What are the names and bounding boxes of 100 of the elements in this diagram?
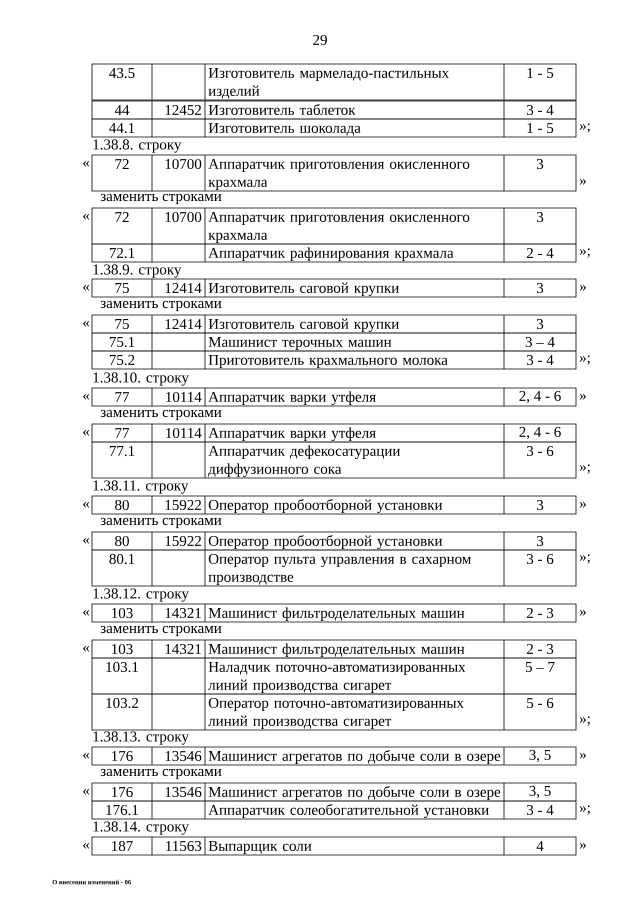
row-number: 80 (115, 536, 129, 546)
profession-name: Аппаратчик варки утфеля (208, 427, 376, 442)
grade-range: 1 - 5 (528, 122, 554, 134)
row-number: 75.1 (110, 336, 134, 348)
profession-name: Аппаратчик приготовления окисленного крахмала (208, 212, 470, 243)
job-code: 10700 (166, 212, 202, 222)
row-number: 77 (116, 392, 130, 402)
job-code: 12414 (166, 319, 202, 329)
grade-range: 5 – 7 (526, 662, 555, 672)
grade-range: 2 - 3 (526, 644, 554, 654)
row-number: 75.2 (110, 354, 134, 366)
profession-name: Изготовитель саговой крупки (208, 318, 399, 332)
quote-mark: « (83, 502, 90, 508)
grade-range: 3 (536, 536, 544, 546)
profession-name: Аппаратчик солеобогатительной установки (208, 804, 489, 818)
row-number: 72 (116, 159, 129, 169)
quote-mark: « (83, 214, 90, 220)
job-code: 14321 (166, 644, 201, 654)
section-heading: заменить строками (100, 626, 222, 636)
quote-mark: » (580, 610, 586, 616)
quote-mark: « (83, 394, 90, 400)
section-heading: заменить строками (100, 300, 222, 312)
grade-range: 3, 5 (529, 786, 551, 798)
grade-range: 3 (536, 500, 544, 510)
job-code: 12452 (166, 104, 201, 116)
profession-name: Оператор пробоотборной установки (208, 499, 442, 514)
quote-mark: »; (580, 248, 590, 258)
grade-range: 2, 4 - 6 (519, 426, 561, 440)
grade-range: 2, 4 - 6 (519, 390, 561, 404)
job-code: 15922 (166, 500, 201, 510)
profession-name: Изготовитель мармеладо-пастильных изделий (208, 68, 449, 99)
quote-mark: « (83, 538, 90, 544)
row-number: 103 (112, 608, 133, 618)
quote-mark: » (580, 284, 586, 291)
profession-name: Оператор пульта управления в сахарном производстве (208, 554, 471, 585)
job-code: 15922 (166, 536, 201, 546)
quote-mark: » (580, 842, 586, 849)
profession-name: Приготовитель крахмального молока (208, 355, 448, 368)
job-code: 10114 (166, 428, 202, 438)
row-number: 75 (116, 283, 129, 293)
page-number: 29 (313, 34, 327, 46)
profession-name: Аппаратчик приготовления окисленного крахмала (208, 158, 470, 190)
quote-mark: »; (580, 554, 590, 564)
grade-range: 3 – 4 (526, 336, 555, 348)
grade-range: 3 (536, 282, 544, 294)
section-heading: заменить строками (100, 410, 222, 420)
quote-mark: » (580, 502, 586, 508)
profession-name: Машинист агрегатов по добыче соли в озере (208, 786, 500, 800)
section-heading: 1.38.10. строку (94, 372, 189, 386)
row-number: 72 (116, 212, 129, 222)
profession-name: Машинист фильтроделательных машин (208, 643, 464, 657)
quote-mark: »; (580, 123, 590, 133)
row-number: 77.1 (110, 446, 134, 456)
grade-range: 1 - 5 (528, 68, 554, 78)
profession-name: Машинист терочных машин (208, 336, 392, 350)
quote-mark: « (83, 842, 90, 849)
job-code: 10700 (166, 158, 202, 170)
profession-name: Аппаратчик рафинирования крахмала (208, 247, 454, 261)
job-code: 13546 (166, 750, 202, 762)
profession-name: Изготовитель саговой крупки (208, 282, 399, 296)
quote-mark: »; (580, 805, 590, 815)
quote-mark: « (83, 284, 90, 291)
job-code: 10114 (166, 392, 202, 402)
section-heading: заменить строками (100, 518, 222, 528)
grade-range: 4 (536, 841, 544, 851)
grade-range: 2 - 3 (526, 608, 554, 618)
row-number: 43.5 (109, 68, 135, 78)
profession-name: Изготовитель шоколада (208, 122, 361, 136)
grade-range: 3 - 6 (526, 554, 554, 564)
quote-mark: »; (580, 716, 590, 726)
quote-mark: « (83, 752, 90, 759)
row-number: 103 (112, 644, 133, 654)
job-code: 13546 (166, 786, 202, 798)
row-number: 44.1 (109, 122, 134, 134)
section-heading: 1.38.13. строку (94, 731, 189, 745)
profession-name: Машинист агрегатов по добыче соли в озере (208, 750, 500, 764)
row-number: 176 (112, 750, 133, 762)
section-heading: 1.38.8. строку (94, 139, 182, 153)
quote-mark: « (83, 430, 90, 436)
section-heading: 1.38.14. строку (94, 821, 189, 835)
grade-range: 3 (536, 158, 544, 170)
profession-name: Выпарщик соли (208, 841, 312, 854)
quote-mark: » (580, 752, 586, 759)
row-number: 72.1 (110, 248, 134, 258)
row-number: 103.1 (106, 662, 138, 672)
quote-mark: « (83, 646, 90, 652)
job-code: 14321 (166, 608, 201, 618)
row-number: 176.1 (106, 804, 138, 816)
row-number: 75 (116, 319, 129, 329)
section-heading: заменить строками (100, 194, 222, 204)
profession-name: Аппаратчик дефекосатурации диффузионного сока (208, 445, 400, 478)
profession-name: Изготовитель таблеток (208, 104, 356, 115)
quote-mark: » (580, 178, 586, 185)
quote-mark: »; (580, 355, 590, 365)
grade-range: 3 (536, 318, 544, 330)
quote-mark: « (83, 610, 90, 616)
profession-name: Оператор поточно-автоматизированных линий производства сигарет (208, 698, 464, 729)
grade-range: 3 - 4 (526, 104, 554, 116)
profession-name: Оператор пробоотборной установки (208, 535, 442, 550)
quote-mark: « (83, 160, 90, 167)
